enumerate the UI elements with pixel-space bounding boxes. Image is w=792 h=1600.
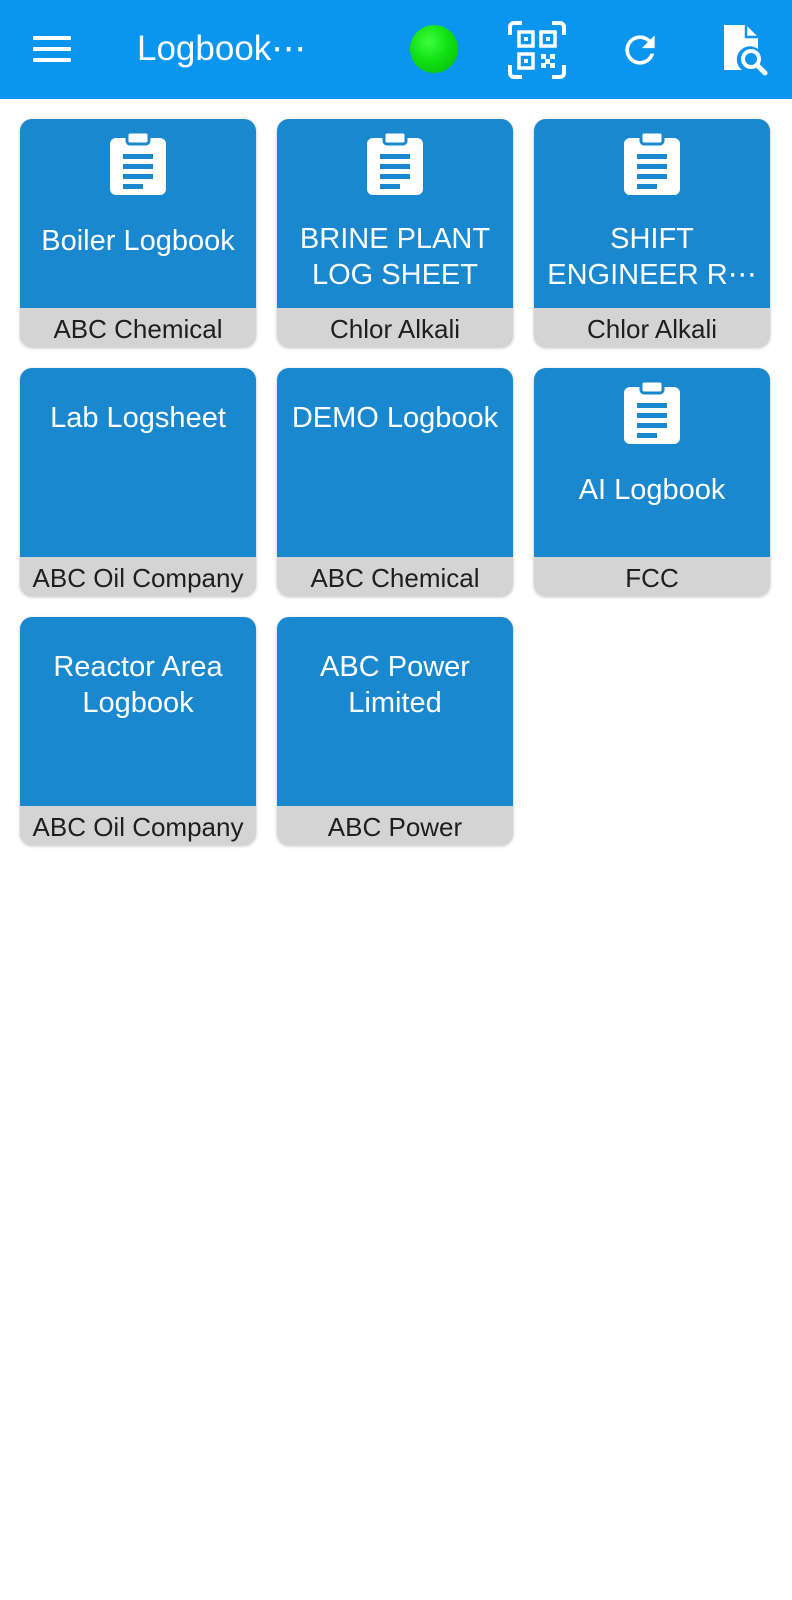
clipboard-icon	[109, 130, 167, 196]
app-bar: Logbook⋯	[0, 0, 792, 99]
document-search-icon	[724, 25, 768, 76]
page-title: Logbook⋯	[137, 29, 307, 68]
logbook-tile-company: ABC Oil Company	[32, 563, 244, 593]
logbook-tile-name: ABC Power Limited	[320, 651, 470, 719]
logbook-tile-name: Lab Logsheet	[50, 402, 226, 434]
connection-status-indicator	[410, 25, 458, 73]
logbook-tile[interactable]: SHIFT ENGINEER R⋯ Chlor Alkali	[534, 119, 770, 347]
menu-button[interactable]	[26, 26, 78, 72]
qr-code-scan-icon	[508, 21, 566, 79]
logbook-tile-name: DEMO Logbook	[291, 402, 499, 434]
logbook-tile-name: SHIFT ENGINEER R⋯	[547, 223, 757, 291]
logbook-tile-name: BRINE PLANT LOG SHEET	[299, 223, 491, 291]
logbook-tile-body	[20, 368, 256, 557]
logbook-tile-company: ABC Chemical	[53, 314, 223, 344]
refresh-button[interactable]	[608, 18, 672, 82]
clipboard-icon	[623, 379, 681, 445]
logbook-tile[interactable]: BRINE PLANT LOG SHEET Chlor Alkali	[277, 119, 513, 347]
logbook-tile-company: FCC	[625, 563, 679, 593]
hamburger-menu-icon	[33, 36, 71, 62]
logbook-tile-body	[277, 617, 513, 806]
logbook-tile-body	[20, 617, 256, 806]
logbook-tile-company: Chlor Alkali	[329, 314, 461, 344]
logbook-tile-name: AI Logbook	[578, 474, 726, 506]
logbook-tile-company: Chlor Alkali	[586, 314, 718, 344]
refresh-icon	[625, 35, 655, 65]
logbook-tile-body	[277, 368, 513, 557]
logbook-tile-company: ABC Power	[327, 812, 463, 842]
qr-scan-button[interactable]	[505, 18, 569, 82]
logbook-tile-company: ABC Chemical	[310, 563, 480, 593]
clipboard-icon	[366, 130, 424, 196]
logbook-tile-name: Reactor Area Logbook	[53, 651, 223, 719]
document-search-button[interactable]	[712, 18, 776, 82]
logbook-tile-company: ABC Oil Company	[32, 812, 244, 842]
logbook-tile-name: Boiler Logbook	[41, 225, 235, 257]
clipboard-icon	[623, 130, 681, 196]
